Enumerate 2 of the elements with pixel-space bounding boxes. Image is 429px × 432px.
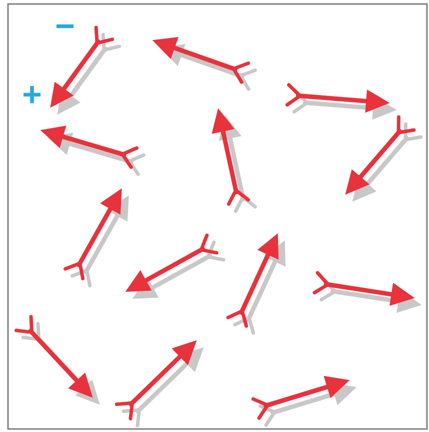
sign-symbol: + (24, 86, 41, 104)
sign-symbol: − (56, 24, 74, 28)
